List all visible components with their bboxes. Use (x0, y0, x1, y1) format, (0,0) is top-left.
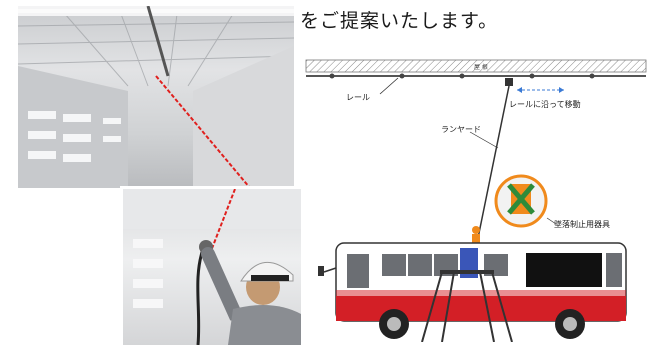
fall-protection-diagram: 屋 根 レール レールに沿って移動 ランヤード 墜落制止用器具 (302, 58, 650, 343)
worker-photo (120, 186, 301, 345)
lanyard-label: ランヤード (441, 125, 481, 134)
move-along-rail-label: レールに沿って移動 (509, 100, 581, 109)
roof-label: 屋 根 (474, 64, 488, 71)
factory-hall-photo (18, 6, 294, 188)
headline-text: をご提案いたします。 (300, 10, 499, 32)
harness-label: 墜落制止用器具 (554, 220, 610, 229)
rail-label: レール (346, 93, 370, 102)
